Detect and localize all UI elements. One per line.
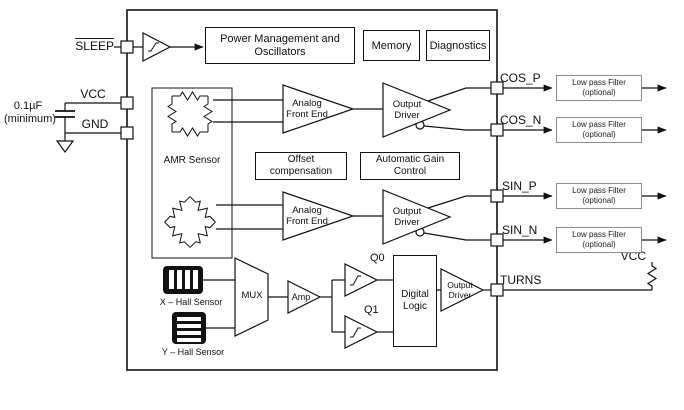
power-mgmt-line2: Oscillators bbox=[254, 45, 306, 58]
sin-p-pin bbox=[490, 189, 504, 203]
signal-wires bbox=[213, 87, 491, 241]
y-hall-sensor-label: Y – Hall Sensor bbox=[161, 347, 225, 357]
diagnostics-label: Diagnostics bbox=[429, 39, 487, 52]
od-turns-line1: Output bbox=[447, 280, 473, 290]
amr-bridge-2 bbox=[164, 196, 216, 248]
od-bottom-line1: Output bbox=[392, 206, 422, 217]
afe-top-line1: Analog bbox=[292, 98, 322, 109]
amp-triangle bbox=[287, 280, 322, 314]
capacitor-note-label: (minimum) bbox=[4, 113, 56, 125]
sleep-buffer-triangle bbox=[142, 32, 172, 62]
lpf2-line1: Low pass Filter bbox=[572, 120, 626, 129]
offset-compensation-block: Offset compensation bbox=[255, 152, 347, 180]
right-wires bbox=[503, 84, 667, 291]
sleep-label: SLEEP bbox=[75, 39, 114, 53]
offset-line2: compensation bbox=[269, 166, 333, 177]
afe-bottom-label: Analog Front End bbox=[283, 200, 331, 232]
memory-block: Memory bbox=[363, 30, 420, 61]
lpf-cos-n-block: Low pass Filter (optional) bbox=[556, 117, 642, 143]
lpf4-line1: Low pass Filter bbox=[572, 230, 626, 239]
od-top-line2: Driver bbox=[394, 110, 420, 121]
output-driver-bottom-label: Output Driver bbox=[384, 201, 430, 233]
pullup-resistor bbox=[646, 262, 658, 290]
q1-label: Q1 bbox=[364, 304, 379, 316]
output-driver-top-label: Output Driver bbox=[384, 94, 430, 126]
afe-bottom-line1: Analog bbox=[292, 205, 322, 216]
agc-block: Automatic Gain Control bbox=[360, 152, 460, 180]
cos-n-pin bbox=[490, 123, 504, 137]
digital-logic-line1: Digital bbox=[401, 289, 429, 300]
memory-label: Memory bbox=[371, 39, 412, 52]
output-driver-turns-label: Output Driver bbox=[442, 276, 478, 304]
power-mgmt-line1: Power Management and bbox=[220, 32, 340, 45]
od-turns-line2: Driver bbox=[448, 290, 472, 300]
output-driver-turns-triangle bbox=[440, 268, 485, 312]
lpf-sin-p-block: Low pass Filter (optional) bbox=[556, 183, 642, 209]
agc-line2: Control bbox=[393, 166, 427, 177]
q1-trigger-triangle bbox=[344, 315, 379, 349]
cos-p-pin bbox=[490, 81, 504, 95]
gnd-label: GND bbox=[81, 117, 109, 131]
lpf1-line1: Low pass Filter bbox=[572, 78, 626, 87]
mux-label: MUX bbox=[241, 290, 263, 301]
left-wires bbox=[55, 43, 204, 154]
bottom-wires bbox=[203, 279, 491, 333]
diagnostics-block: Diagnostics bbox=[426, 30, 490, 61]
lpf2-line2: (optional) bbox=[582, 130, 616, 139]
afe-top-line2: Front End bbox=[286, 109, 328, 120]
q0-trigger-triangle bbox=[344, 263, 379, 297]
hysteresis-icon bbox=[350, 275, 361, 286]
q0-label: Q0 bbox=[370, 252, 385, 264]
lpf3-line1: Low pass Filter bbox=[572, 186, 626, 195]
lpf1-line2: (optional) bbox=[582, 88, 616, 97]
vcc-label: VCC bbox=[80, 87, 106, 101]
turns-label: TURNS bbox=[500, 273, 542, 287]
cos-p-label: COS_P bbox=[500, 71, 541, 85]
amp-label: Amp bbox=[291, 292, 311, 302]
gnd-pin bbox=[120, 126, 134, 140]
ground-symbol bbox=[55, 140, 75, 154]
cos-n-label: COS_N bbox=[500, 113, 542, 127]
digital-logic-line2: Logic bbox=[403, 301, 427, 312]
hysteresis-icon bbox=[350, 327, 361, 338]
lpf4-line2: (optional) bbox=[582, 240, 616, 249]
afe-top-label: Analog Front End bbox=[283, 93, 331, 125]
amr-sensor-box bbox=[151, 87, 233, 259]
sin-n-label: SIN_N bbox=[502, 223, 538, 237]
afe-bottom-triangle bbox=[282, 191, 355, 241]
sleep-pin bbox=[120, 40, 134, 54]
lpf-cos-p-block: Low pass Filter (optional) bbox=[556, 75, 642, 101]
agc-line1: Automatic Gain bbox=[375, 154, 445, 165]
afe-top-triangle bbox=[282, 84, 355, 134]
od-bottom-line2: Driver bbox=[394, 217, 420, 228]
sin-n-pin bbox=[490, 233, 504, 247]
power-mgmt-block: Power Management and Oscillators bbox=[205, 27, 355, 64]
offset-line1: Offset bbox=[287, 154, 315, 165]
amr-bridge-1 bbox=[167, 91, 213, 137]
digital-logic-block: Digital Logic bbox=[393, 255, 437, 347]
capacitor-value-label: 0.1µF bbox=[13, 100, 43, 112]
output-driver-top-triangle bbox=[382, 82, 452, 138]
lpf3-line2: (optional) bbox=[582, 196, 616, 205]
sin-p-label: SIN_P bbox=[502, 179, 537, 193]
lpf-sin-n-block: Low pass Filter (optional) bbox=[556, 227, 642, 253]
y-hall-sensor-icon bbox=[172, 312, 206, 344]
amr-sensor-label: AMR Sensor bbox=[163, 155, 221, 166]
vcc-pin bbox=[120, 96, 134, 110]
turns-pin bbox=[490, 283, 504, 297]
x-hall-sensor-icon bbox=[163, 266, 203, 294]
output-driver-bottom-triangle bbox=[382, 189, 452, 245]
od-top-line1: Output bbox=[392, 99, 422, 110]
hysteresis-icon bbox=[148, 42, 159, 52]
x-hall-sensor-label: X – Hall Sensor bbox=[159, 297, 223, 307]
chip-pins bbox=[120, 40, 504, 297]
mux-trapezoid bbox=[234, 257, 269, 337]
afe-bottom-line2: Front End bbox=[286, 216, 328, 227]
